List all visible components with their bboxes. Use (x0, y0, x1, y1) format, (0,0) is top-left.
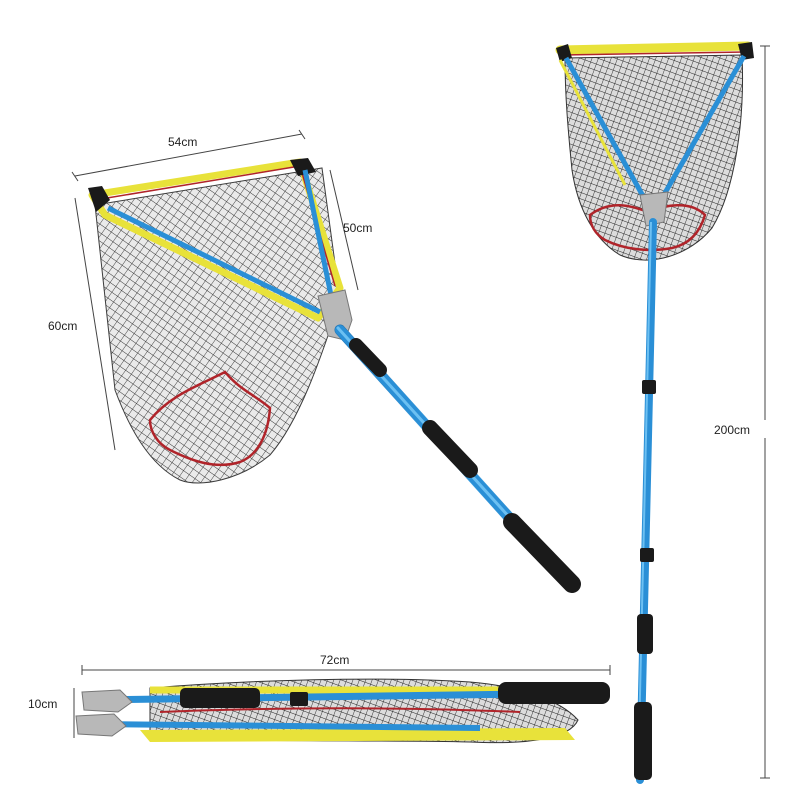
net-red-rim-right (588, 204, 707, 252)
label-width: 54cm (168, 135, 197, 149)
frame-arm-right (302, 169, 335, 301)
net-bag-left (94, 167, 341, 484)
net-red-rim-left (148, 370, 272, 467)
net-frame-right (555, 41, 753, 55)
dimension-depth-line: 50cm (329, 169, 372, 291)
frame-arm-upper (106, 205, 322, 315)
label-depth: 50cm (343, 221, 372, 235)
foam-grip-end-right (634, 702, 652, 780)
dimension-width-line: 54cm (71, 129, 306, 182)
folded-grip-front (180, 688, 260, 708)
foam-grip-mid-right (637, 614, 653, 654)
label-folded-thickness: 10cm (28, 697, 57, 711)
folded-hinge-upper (81, 689, 133, 713)
dimension-total-length-line: 200cm (712, 45, 770, 779)
net-folded-view: 72cm 10cm (28, 652, 611, 744)
net-angled-view: 54cm 50cm 60cm (48, 129, 581, 593)
pole-joint-2 (640, 548, 654, 562)
telescopic-pole-right (636, 218, 657, 784)
foam-grip-end-left (503, 513, 581, 593)
pole-joint-left (349, 338, 387, 377)
foam-grip-mid-left (422, 420, 478, 478)
dimension-folded-thickness-line: 10cm (28, 688, 75, 738)
folded-hinge-lower (75, 713, 127, 737)
dimension-folded-length-line: 72cm (81, 652, 611, 675)
frame-arm-v-left (563, 56, 651, 207)
frame-corner-top (290, 158, 316, 176)
label-folded-length: 72cm (320, 653, 349, 667)
net-extended-view: 200cm (555, 41, 770, 784)
dimension-height-line: 60cm (48, 197, 116, 451)
pole-joint-1 (642, 380, 656, 394)
label-total-length: 200cm (714, 423, 750, 437)
frame-corner-left (88, 186, 110, 212)
folded-grip-end (498, 682, 610, 704)
folded-rod-lower (94, 721, 481, 731)
label-height: 60cm (48, 319, 77, 333)
metal-hinge-right (639, 191, 669, 227)
frame-arm-v-right (655, 54, 747, 207)
